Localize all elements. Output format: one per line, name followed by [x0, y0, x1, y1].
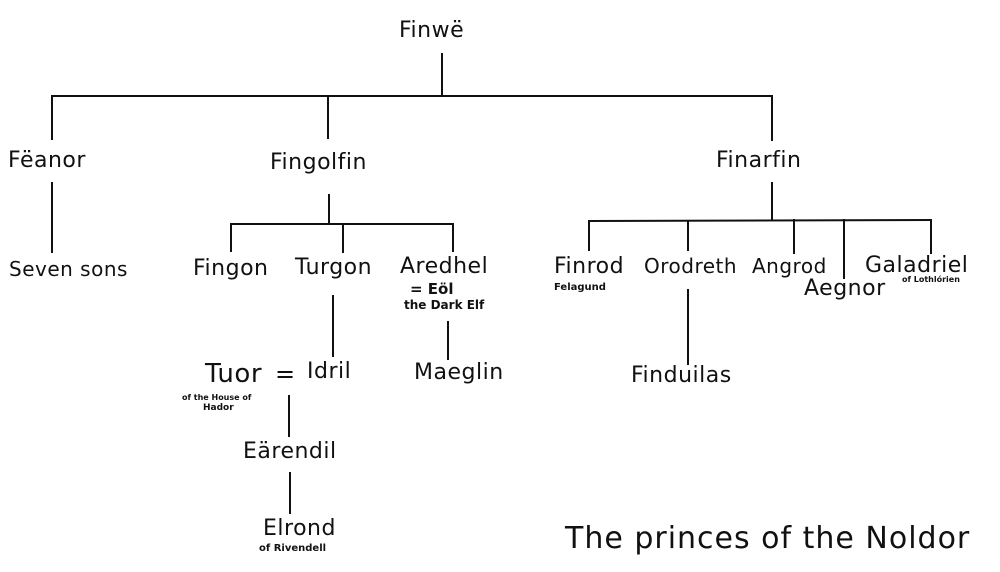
node-fingon: Fingon — [193, 256, 269, 281]
finrod-note: Felagund — [554, 282, 606, 293]
galadriel-note: of Lothlórien — [902, 275, 960, 284]
node-idril: Idril — [307, 359, 352, 384]
node-finarfin: Finarfin — [716, 148, 802, 173]
elrond-note: of Rivendell — [259, 543, 327, 554]
node-finwe: Finwë — [399, 18, 465, 43]
node-maeglin: Maeglin — [414, 360, 504, 385]
node-finrod: Finrod — [554, 254, 625, 279]
tuor-note-1: of the House of — [182, 393, 252, 402]
aredhel-spouse-note: the Dark Elf — [404, 298, 485, 312]
node-orodreth: Orodreth — [644, 254, 738, 278]
node-feanor: Fëanor — [8, 148, 86, 173]
marriage-sign: = — [275, 360, 296, 388]
node-fingolfin: Fingolfin — [270, 150, 367, 175]
node-tuor: Tuor — [205, 359, 263, 389]
node-finduilas: Finduilas — [631, 363, 732, 388]
aredhel-spouse: = Eöl — [410, 280, 454, 298]
node-aegnor: Aegnor — [804, 276, 886, 301]
node-elrond: Elrond — [263, 516, 336, 541]
diagram-title: The princes of the Noldor — [565, 521, 971, 556]
node-angrod: Angrod — [752, 254, 827, 278]
node-seven-sons: Seven sons — [9, 257, 128, 281]
node-galadriel: Galadriel — [865, 253, 969, 278]
node-turgon: Turgon — [295, 255, 373, 280]
node-earendil: Eärendil — [243, 439, 337, 464]
tuor-note-2: Hador — [203, 403, 234, 413]
node-aredhel: Aredhel — [400, 254, 489, 279]
